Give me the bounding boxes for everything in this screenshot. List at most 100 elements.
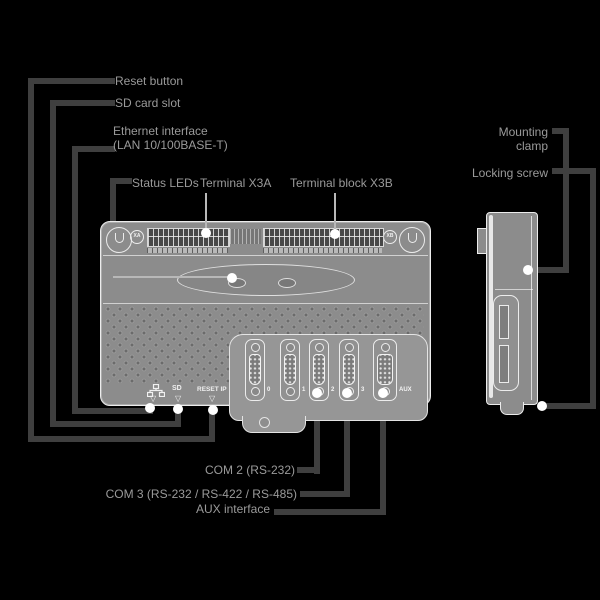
jack-screw xyxy=(285,387,295,396)
terminal-block-left xyxy=(147,228,230,247)
jack-screw xyxy=(250,343,260,352)
led-cover-recess xyxy=(177,264,355,296)
dsub-body xyxy=(343,354,355,385)
terminal-id-left: XA xyxy=(130,230,144,244)
clip-detail xyxy=(499,345,509,383)
dsub-connector-0 xyxy=(245,339,265,401)
clip-detail xyxy=(499,305,509,339)
jack-screw xyxy=(314,343,324,352)
label-com3: COM 3 (RS-232 / RS-422 / RS-485) xyxy=(105,487,297,501)
jack-screw xyxy=(380,343,390,352)
terminal-id-right: XB xyxy=(383,230,397,244)
triangle-marker: ▽ xyxy=(175,394,182,403)
label-ethernet: Ethernet interface (LAN 10/100BASE-T) xyxy=(113,124,228,152)
jack-screw xyxy=(344,343,354,352)
callout-line xyxy=(563,128,569,273)
callout-line xyxy=(72,408,153,414)
terminal-block-right xyxy=(263,228,384,247)
dsub-connector-3 xyxy=(339,339,359,401)
callout-dot-com2 xyxy=(312,388,322,398)
label-mounting-line1: Mounting xyxy=(498,125,548,139)
connector-port-label: 0 xyxy=(267,387,271,393)
connector-port-label: 1 xyxy=(302,387,306,393)
keyhole-slot xyxy=(407,233,417,243)
label-terminal-left: Terminal X3A xyxy=(200,176,272,190)
callout-line xyxy=(274,509,386,515)
callout-dot-terminal-left xyxy=(201,228,211,238)
ribbed-section xyxy=(230,229,261,244)
leader-line xyxy=(205,193,207,231)
label-mounting-clamp: Mounting clamp xyxy=(499,125,548,153)
dsub-body xyxy=(313,354,325,385)
callout-line xyxy=(72,146,115,152)
pin-number-strip xyxy=(147,248,228,253)
dsub-body xyxy=(284,354,296,385)
connector-port-label: AUX xyxy=(399,387,412,393)
callout-dot-com3 xyxy=(342,388,352,398)
sd-marking: SD xyxy=(172,385,182,392)
callout-line xyxy=(344,394,350,497)
label-ethernet-line2: (LAN 10/100BASE-T) xyxy=(113,138,228,152)
panel-seam xyxy=(103,303,428,304)
connector-port-label: 2 xyxy=(331,387,335,393)
callout-line xyxy=(380,394,386,515)
callout-line xyxy=(542,403,596,409)
label-terminal-right: Terminal block X3B xyxy=(290,176,393,190)
rear-edge-line xyxy=(531,216,532,400)
front-edge-highlight xyxy=(489,215,493,398)
dsub-body xyxy=(249,354,261,385)
panel-tab xyxy=(242,416,306,433)
led-window xyxy=(278,278,296,288)
callout-line xyxy=(28,436,214,442)
label-ethernet-line1: Ethernet interface xyxy=(113,124,208,138)
callout-line xyxy=(110,178,132,184)
callout-dot-reset xyxy=(208,405,218,415)
callout-dot-sd xyxy=(173,404,183,414)
leader-line xyxy=(334,193,336,232)
triangle-marker: ▽ xyxy=(209,394,216,403)
callout-line xyxy=(314,394,320,474)
label-status-leds: Status LEDs xyxy=(132,176,199,190)
label-reset-button: Reset button xyxy=(115,74,184,88)
callout-dot-clamp xyxy=(523,265,533,275)
dsub-body xyxy=(377,354,393,385)
connector-port-label: 3 xyxy=(361,387,365,393)
side-bottom-tab xyxy=(500,402,524,415)
callout-line xyxy=(72,146,78,414)
device-side-view xyxy=(486,212,538,405)
callout-line xyxy=(28,78,115,84)
callout-dot-screw xyxy=(537,401,547,411)
led-window xyxy=(228,278,246,288)
dsub-connector-1 xyxy=(280,339,300,401)
connector-panel: 0 1 2 3 AUX xyxy=(229,334,428,433)
callout-line xyxy=(528,267,569,273)
callout-line xyxy=(50,100,115,106)
label-locking-screw: Locking screw xyxy=(471,166,548,180)
label-com2: COM 2 (RS-232) xyxy=(204,463,295,477)
side-seam xyxy=(495,289,533,290)
callout-line xyxy=(209,413,215,442)
label-aux: AUX interface xyxy=(195,502,270,516)
panel-seam xyxy=(103,255,428,256)
reset-ip-marking: RESET IP xyxy=(197,386,227,393)
callout-line xyxy=(552,168,596,174)
jack-screw xyxy=(285,343,295,352)
keyhole-slot xyxy=(114,233,124,243)
triangle-marker: ▽ xyxy=(150,394,157,403)
callout-line xyxy=(297,467,320,473)
callout-dot-ethernet xyxy=(145,403,155,413)
callout-line xyxy=(175,412,181,427)
callout-dot-leds xyxy=(227,273,237,283)
callout-line xyxy=(28,78,34,442)
keyhole-mount-icon xyxy=(399,227,425,253)
screw-hole xyxy=(259,417,270,428)
callout-line xyxy=(50,421,181,427)
label-sd-slot: SD card slot xyxy=(115,96,181,110)
callout-line xyxy=(552,128,569,134)
side-terminal-profile xyxy=(477,228,487,254)
keyhole-mount-icon xyxy=(106,227,132,253)
callout-dot-terminal-right xyxy=(330,229,340,239)
pin-number-strip xyxy=(263,248,382,253)
callout-line xyxy=(300,491,350,497)
